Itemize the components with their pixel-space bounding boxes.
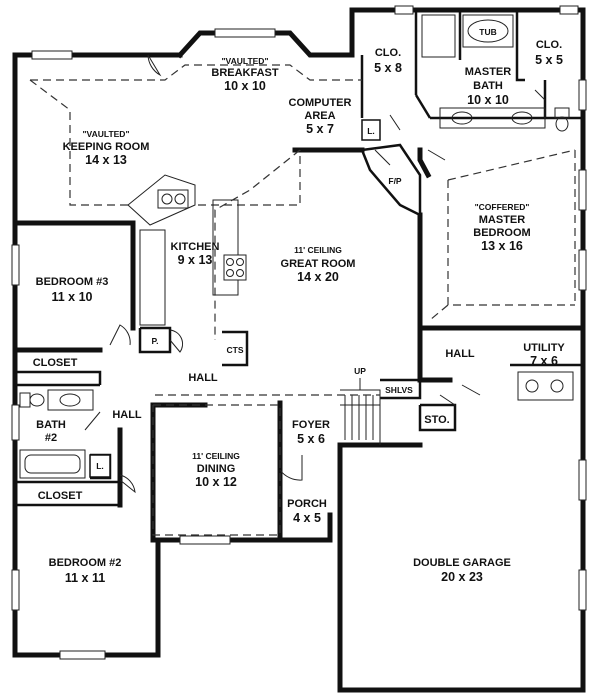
closet-lower-label: CLOSET [38, 490, 83, 502]
master-bath-size: 10 x 10 [467, 93, 509, 107]
foyer-name: FOYER [292, 419, 330, 431]
hall-center-label: HALL [188, 372, 218, 384]
breakfast-note: "VAULTED" [222, 56, 269, 66]
hall-right-label: HALL [445, 348, 475, 360]
master-bed-name: MASTER [479, 214, 526, 226]
tub-label: TUB [479, 27, 496, 37]
keeping-note: "VAULTED" [83, 129, 130, 139]
bath2-name: BATH [36, 419, 66, 431]
room-labels: "VAULTED" BREAKFAST 10 x 10 COMPUTER ARE… [33, 27, 566, 585]
shelves-label: SHLVS [385, 385, 413, 395]
dining-note: 11' CEILING [192, 451, 240, 461]
great-room-name: GREAT ROOM [281, 258, 356, 270]
utility-size: 7 x 6 [530, 354, 558, 368]
great-room-size: 14 x 20 [297, 270, 339, 284]
master-bed-note: "COFFERED" [475, 202, 530, 212]
bedroom2-name: BEDROOM #2 [49, 557, 122, 569]
linen-closet-master [361, 119, 381, 141]
doors [84, 54, 546, 494]
kitchen-size: 9 x 13 [178, 253, 213, 267]
interior-walls [12, 10, 586, 543]
garage-size: 20 x 23 [441, 570, 483, 584]
breakfast-size: 10 x 10 [224, 79, 266, 93]
bedroom3-size: 11 x 10 [51, 290, 92, 304]
master-bed-line2: BEDROOM [473, 227, 530, 239]
porch-name: PORCH [287, 498, 327, 510]
dining-name: DINING [197, 463, 236, 475]
clo-left-name: CLO. [375, 47, 401, 59]
storage-label: STO. [424, 414, 449, 426]
master-bath-name: MASTER [465, 66, 512, 78]
garage-name: DOUBLE GARAGE [413, 557, 511, 569]
bedroom3-name: BEDROOM #3 [36, 276, 109, 288]
computer-name: COMPUTER [289, 97, 352, 109]
keeping-size: 14 x 13 [85, 153, 127, 167]
linen-label: L. [367, 126, 375, 136]
windows [11, 5, 587, 660]
fireplace-label: F/P [388, 176, 402, 186]
linen-closet-bath2 [89, 454, 111, 478]
master-bath-line2: BATH [473, 80, 503, 92]
kitchen-name: KITCHEN [171, 241, 220, 253]
dining-size: 10 x 12 [195, 475, 237, 489]
cts-label: CTS [227, 345, 244, 355]
keeping-name: KEEPING ROOM [63, 141, 150, 153]
computer-size: 5 x 7 [306, 122, 334, 136]
clo-left-size: 5 x 8 [374, 61, 402, 75]
porch-size: 4 x 5 [293, 511, 321, 525]
utility-name: UTILITY [523, 342, 565, 354]
stairs-up-label: UP [354, 366, 366, 376]
hall-left-label: HALL [112, 409, 142, 421]
clo-right-size: 5 x 5 [535, 53, 563, 67]
bath2-line2: #2 [45, 432, 57, 444]
breakfast-name: BREAKFAST [211, 67, 279, 79]
master-bed-size: 13 x 16 [481, 239, 523, 253]
computer-line2: AREA [304, 110, 335, 122]
clo-right-name: CLO. [536, 39, 562, 51]
pantry-label: P. [152, 336, 159, 346]
bath-fixtures [19, 14, 570, 479]
kitchen-counters [127, 174, 247, 326]
great-room-note: 11' CEILING [294, 245, 342, 255]
bedroom2-size: 11 x 11 [65, 571, 105, 585]
linen2-label: L. [96, 461, 104, 471]
closet-upper-label: CLOSET [33, 357, 78, 369]
foyer-size: 5 x 6 [297, 432, 325, 446]
